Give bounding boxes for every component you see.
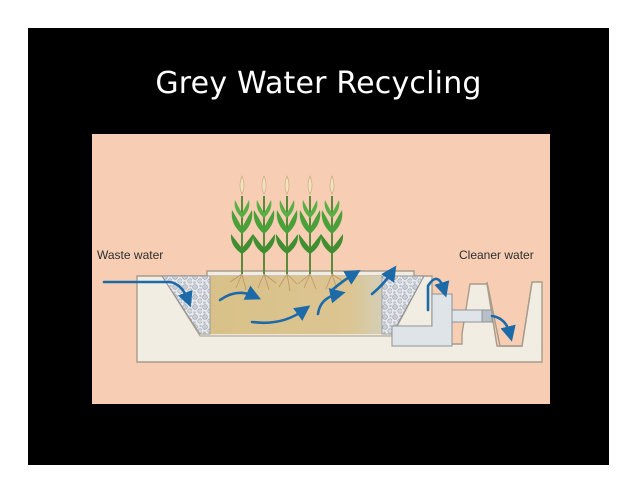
flow-arrow-icon	[250, 305, 311, 325]
reed-plant-icon	[230, 175, 254, 274]
flow-arrow-icon	[490, 314, 516, 342]
flow-arrow-icon	[426, 277, 450, 312]
flow-arrow-icon	[218, 285, 262, 302]
flow-arrows	[102, 265, 516, 342]
flow-arrow-icon	[330, 269, 361, 292]
collection-tank	[486, 281, 533, 347]
waste-water-label: Waste water	[97, 248, 164, 262]
slide: Grey Water Recycling	[28, 28, 609, 465]
substrate-water	[165, 276, 422, 334]
reed-plant-icon	[320, 175, 344, 274]
flow-arrow-icon	[370, 265, 397, 296]
reed-plant-icon	[275, 175, 299, 274]
slide-title: Grey Water Recycling	[155, 66, 482, 101]
reed-plants	[230, 175, 344, 274]
reed-plant-icon	[252, 175, 276, 274]
diagram-svg	[102, 175, 543, 363]
flow-arrow-icon	[316, 288, 346, 316]
flow-arrow-icon	[102, 280, 193, 308]
outlet-spout-cap	[481, 309, 493, 323]
cleaner-water-label: Cleaner water	[459, 248, 534, 262]
reed-plant-icon	[298, 175, 322, 274]
reed-bed-diagram: Waste water Cleaner water	[92, 134, 550, 404]
reed-roots	[229, 273, 345, 292]
outlet-pipe	[391, 293, 453, 347]
